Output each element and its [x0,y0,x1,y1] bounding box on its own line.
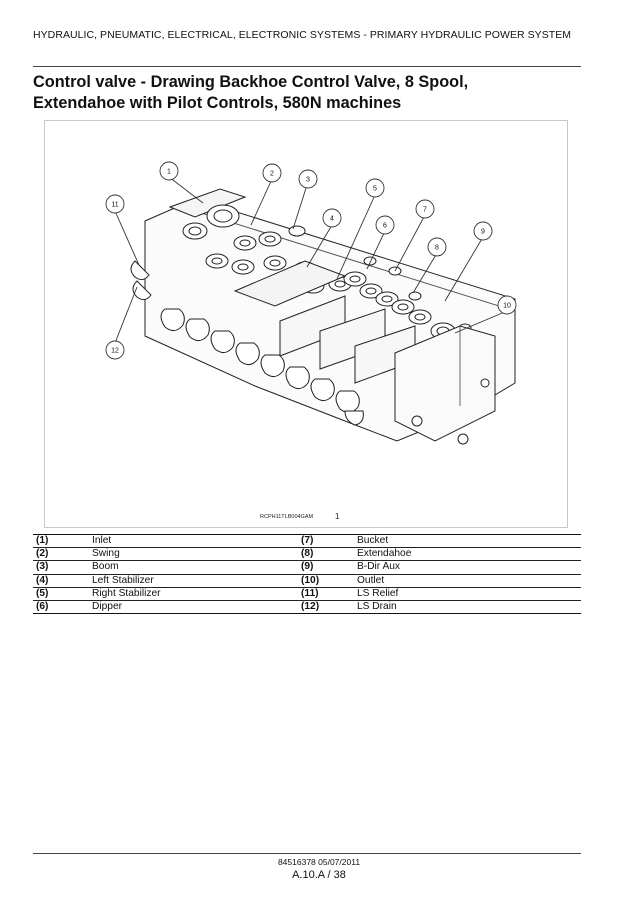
callout-8: 8 [435,245,439,252]
legend-number: (3) [33,560,89,575]
callout-6: 6 [383,223,387,230]
callout-12: 12 [111,348,119,355]
legend-number: (9) [298,560,354,575]
table-row: (3) Boom (9) B-Dir Aux [33,560,581,575]
callout-2: 2 [270,171,274,178]
footer-page-number: A.10.A / 38 [292,869,346,881]
legend-number: (1) [33,533,89,549]
callout-11: 11 [111,202,118,209]
legend-label: Outlet [354,573,581,588]
legend-number: (5) [33,586,89,601]
header-rule [33,66,581,67]
table-row: (1) Inlet (7) Bucket [33,533,581,549]
title-line-2: Extendahoe with Pilot Controls, 580N mac… [33,94,402,112]
legend-label: Bucket [354,533,581,549]
legend-number: (7) [298,533,354,549]
legend-label: LS Drain [354,599,581,615]
footer-rule [33,853,581,854]
title-line-1: Control valve - Drawing Backhoe Control … [33,73,469,91]
legend-label: Extendahoe [354,547,581,562]
legend-label: B-Dir Aux [354,560,581,575]
legend-number: (10) [298,573,354,588]
callout-3: 3 [306,177,310,184]
callout-9: 9 [481,229,485,236]
page-header: HYDRAULIC, PNEUMATIC, ELECTRICAL, ELECTR… [33,29,572,41]
legend-number: (6) [33,599,89,615]
callout-5: 5 [373,186,377,193]
callout-layer: 1 2 3 4 5 6 7 8 9 10 11 12 [105,161,517,360]
callout-legend-table: (1) Inlet (7) Bucket (2) Swing (8) Exten… [33,533,581,615]
valve-drawing-figure: 1 2 3 4 5 6 7 8 9 10 11 12 [44,120,568,528]
legend-label: Swing [89,547,298,562]
control-valve-illustration [130,188,516,445]
legend-number: (2) [33,547,89,562]
legend-number: (8) [298,547,354,562]
legend-number: (4) [33,573,89,588]
callout-7: 7 [423,207,427,214]
legend-label: Left Stabilizer [89,573,298,588]
legend-label: Dipper [89,599,298,615]
callout-1: 1 [167,169,171,176]
figure-reference-code: RCPH11TLB004GAM [260,514,314,520]
callout-10: 10 [503,303,511,310]
callout-4: 4 [330,216,334,223]
legend-label: Boom [89,560,298,575]
table-row: (5) Right Stabilizer (11) LS Relief [33,586,581,601]
footer-document-code: 84516378 05/07/2011 [277,857,361,867]
table-row: (2) Swing (8) Extendahoe [33,547,581,562]
figure-number: 1 [335,512,340,521]
table-row: (6) Dipper (12) LS Drain [33,599,581,615]
legend-label: Right Stabilizer [89,586,298,601]
page-title: Control valve - Drawing Backhoe Control … [33,72,593,114]
legend-label: Inlet [89,533,298,549]
legend-number: (11) [298,586,354,601]
table-row: (4) Left Stabilizer (10) Outlet [33,573,581,588]
legend-number: (12) [298,599,354,615]
legend-label: LS Relief [354,586,581,601]
